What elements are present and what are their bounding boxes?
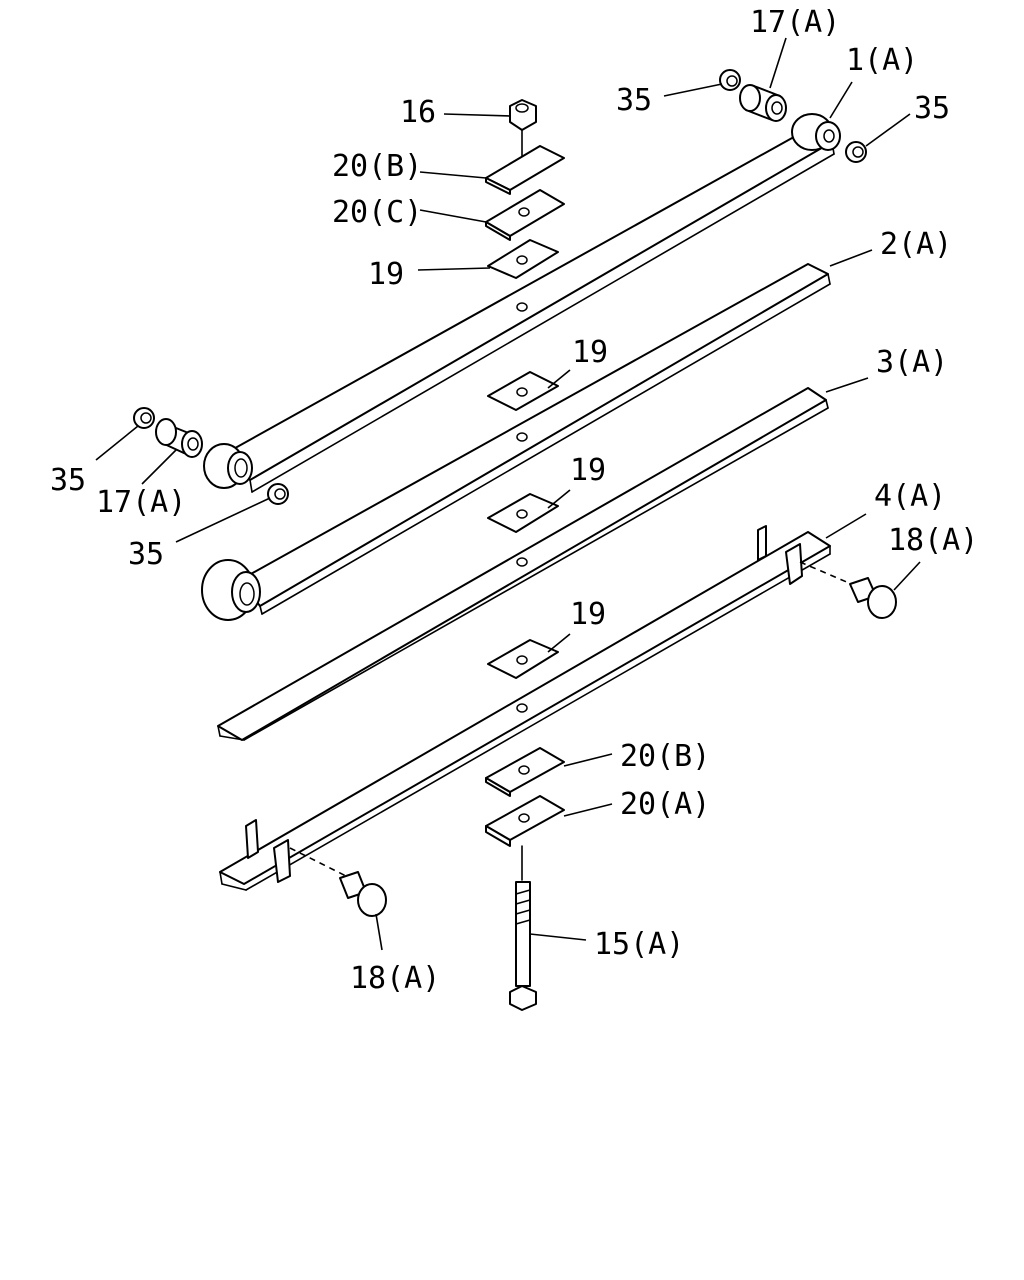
label-19-top: 19 xyxy=(368,257,404,292)
pad-19-fourth xyxy=(487,639,559,679)
bolt-18a-right xyxy=(799,561,897,619)
leaf-1a xyxy=(203,113,841,493)
pad-19-top xyxy=(487,239,559,279)
part-35-left xyxy=(133,407,155,429)
label-35-left: 35 xyxy=(50,463,86,498)
leaf-2a xyxy=(201,263,831,621)
label-16: 16 xyxy=(400,95,436,130)
label-19-third: 19 xyxy=(570,453,606,488)
pad-19-third xyxy=(487,493,559,533)
part-35-top-right xyxy=(845,141,867,163)
part-labels: 17(A) 1(A) 35 35 16 20(B) 20(C) 19 2(A) … xyxy=(50,5,978,996)
label-19-second: 19 xyxy=(572,335,608,370)
label-17a-left: 17(A) xyxy=(96,485,186,520)
center-bolt-15a xyxy=(509,881,537,1011)
label-3a: 3(A) xyxy=(876,345,948,380)
part-16-nut xyxy=(509,99,537,167)
label-4a: 4(A) xyxy=(874,479,946,514)
label-18a-right: 18(A) xyxy=(888,523,978,558)
label-17a-top: 17(A) xyxy=(750,5,840,40)
plate-20b-bottom xyxy=(485,747,565,797)
label-15a: 15(A) xyxy=(594,927,684,962)
pad-19-second xyxy=(487,371,559,411)
part-35-middle xyxy=(267,483,289,505)
plate-20a xyxy=(485,795,565,881)
part-35-top-left xyxy=(719,69,741,91)
label-20b-top: 20(B) xyxy=(332,149,422,184)
label-18a-left: 18(A) xyxy=(350,961,440,996)
label-35-top-left: 35 xyxy=(616,83,652,118)
label-35-top-right: 35 xyxy=(914,91,950,126)
label-35-middle: 35 xyxy=(128,537,164,572)
label-20a: 20(A) xyxy=(620,787,710,822)
label-20b-bottom: 20(B) xyxy=(620,739,710,774)
plate-20c xyxy=(485,189,565,241)
label-20c: 20(C) xyxy=(332,195,422,230)
leaf-4a xyxy=(219,525,831,891)
part-17a-left xyxy=(155,418,203,458)
plate-20b-top xyxy=(485,145,565,195)
label-1a: 1(A) xyxy=(846,43,918,78)
label-19-fourth: 19 xyxy=(570,597,606,632)
part-17a-top xyxy=(739,84,787,122)
label-2a: 2(A) xyxy=(880,227,952,262)
leader-lines xyxy=(95,37,921,951)
leaf-3a xyxy=(217,387,829,741)
bolt-18a-left xyxy=(289,847,387,917)
